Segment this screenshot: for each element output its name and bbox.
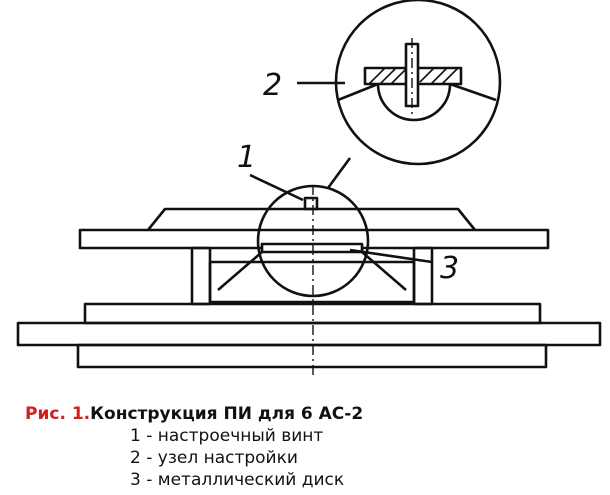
label-3: 3 bbox=[440, 251, 459, 286]
figure-title: Конструкция ПИ для 6 АС-2 bbox=[90, 404, 364, 424]
zoom-arrow bbox=[326, 157, 352, 189]
metal-disk bbox=[260, 242, 364, 254]
figure-caption: Рис. 1.Конструкция ПИ для 6 АС-2 1 - нас… bbox=[25, 403, 605, 491]
figure-number: Рис. 1. bbox=[25, 404, 91, 424]
label-1: 1 bbox=[237, 140, 256, 175]
top-lid bbox=[146, 207, 477, 231]
enlarged-wall-left bbox=[337, 82, 379, 102]
inner-cavity bbox=[208, 260, 416, 304]
construction-diagram: 1 2 3 bbox=[16, 0, 602, 378]
base-plate-lower bbox=[76, 343, 548, 369]
left-post bbox=[190, 246, 212, 306]
legend-item: 2 - узел настройки bbox=[130, 448, 298, 468]
tuning-screw bbox=[303, 196, 319, 211]
legend-item: 1 - настроечный винт bbox=[130, 426, 324, 446]
label-2: 2 bbox=[263, 68, 282, 103]
upper-plate bbox=[83, 302, 542, 325]
leader-1 bbox=[249, 173, 304, 202]
disk-support-right bbox=[361, 251, 407, 291]
disk-support-left bbox=[217, 251, 263, 291]
caption-title-row: Рис. 1.Конструкция ПИ для 6 АС-2 bbox=[25, 403, 605, 425]
legend-item: 3 - металлический диск bbox=[130, 470, 345, 490]
enlarged-bowl bbox=[376, 83, 452, 122]
leader-3 bbox=[349, 248, 433, 264]
right-post bbox=[412, 246, 434, 306]
plate-hatching bbox=[368, 67, 459, 85]
enlarged-wall-right bbox=[449, 82, 497, 102]
base-plate bbox=[16, 321, 602, 347]
